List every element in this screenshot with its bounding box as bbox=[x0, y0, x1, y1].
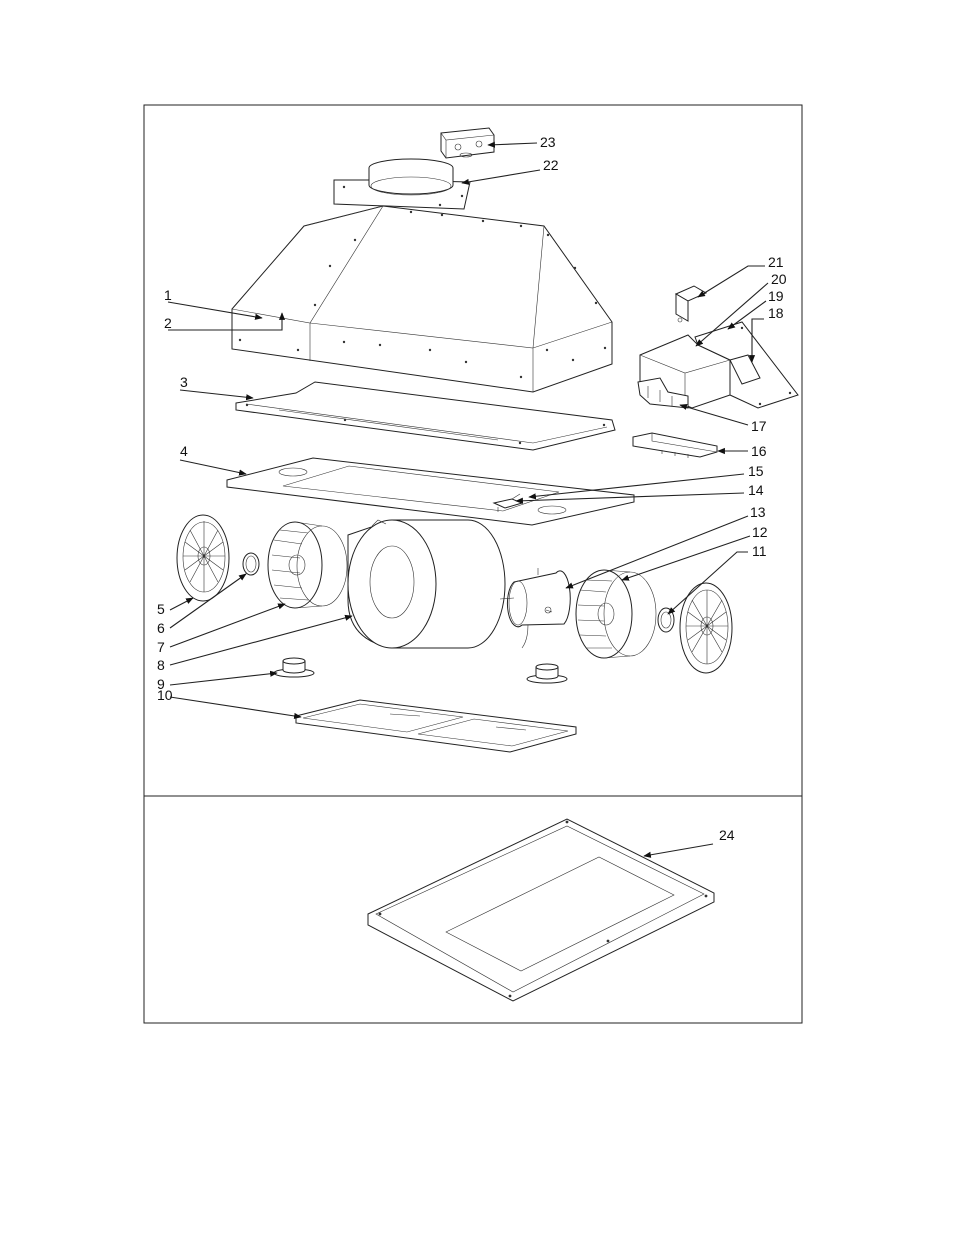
callout-16: 16 bbox=[751, 443, 767, 459]
callout-7: 7 bbox=[157, 639, 165, 655]
leader-13 bbox=[565, 515, 749, 589]
leader-2 bbox=[168, 312, 286, 331]
callout-2: 2 bbox=[164, 315, 172, 331]
leader-5 bbox=[169, 597, 194, 611]
part-5-left-grille bbox=[176, 514, 230, 602]
part-17-relay bbox=[637, 377, 689, 409]
leader-23 bbox=[487, 141, 538, 148]
part-4-baffle-plate bbox=[226, 457, 635, 526]
part-6-ring bbox=[242, 552, 260, 576]
callout-10: 10 bbox=[157, 687, 173, 703]
callout-15: 15 bbox=[748, 463, 764, 479]
callout-9: 9 bbox=[157, 676, 165, 692]
callout-21: 21 bbox=[768, 254, 784, 270]
leader-10 bbox=[169, 696, 302, 719]
part-16-light-bar bbox=[632, 432, 718, 458]
leader-20 bbox=[695, 282, 769, 347]
part-10-grease-filters bbox=[295, 699, 577, 753]
callout-labels: 1 2 3 4 5 6 7 8 9 10 11 12 13 14 15 16 1… bbox=[157, 134, 787, 843]
callout-18: 18 bbox=[768, 305, 784, 321]
part-23-junction-box bbox=[440, 127, 495, 159]
callout-4: 4 bbox=[180, 443, 188, 459]
leader-9 bbox=[169, 670, 278, 686]
leader-18 bbox=[748, 318, 764, 363]
leader-11 bbox=[667, 551, 748, 615]
leader-4 bbox=[179, 459, 247, 476]
leader-22 bbox=[461, 169, 541, 185]
callout-5: 5 bbox=[157, 601, 165, 617]
part-8-blower-housing bbox=[347, 519, 506, 649]
leader-1 bbox=[167, 301, 263, 320]
callout-24: 24 bbox=[719, 827, 735, 843]
part-9-light-fixture-left bbox=[273, 657, 315, 678]
part-18-capacitor bbox=[729, 354, 761, 385]
part-13-motor bbox=[499, 568, 571, 649]
callout-8: 8 bbox=[157, 657, 165, 673]
leader-14 bbox=[515, 492, 745, 504]
leader-7 bbox=[169, 603, 286, 648]
callout-13: 13 bbox=[750, 504, 766, 520]
part-3-frame-plate bbox=[235, 381, 616, 451]
leader-12 bbox=[621, 535, 751, 581]
callout-1: 1 bbox=[164, 287, 172, 303]
callout-22: 22 bbox=[543, 157, 559, 173]
part-22-duct-collar bbox=[333, 158, 471, 210]
leader-lines bbox=[167, 141, 769, 858]
callout-19: 19 bbox=[768, 288, 784, 304]
part-7-left-blower-wheel bbox=[267, 521, 348, 609]
leader-24 bbox=[643, 843, 714, 858]
part-9-light-fixture-right bbox=[526, 663, 568, 684]
callout-20: 20 bbox=[771, 271, 787, 287]
part-21-bracket bbox=[674, 285, 708, 323]
callout-17: 17 bbox=[751, 418, 767, 434]
leader-15 bbox=[528, 473, 745, 500]
bottom-panel-frame bbox=[143, 795, 803, 1024]
callout-3: 3 bbox=[180, 374, 188, 390]
part-11-right-grille bbox=[657, 582, 733, 674]
callout-11: 11 bbox=[752, 543, 767, 559]
part-1-hood-body bbox=[231, 205, 613, 393]
callout-12: 12 bbox=[752, 524, 768, 540]
leader-17 bbox=[679, 404, 749, 426]
leader-6 bbox=[169, 573, 247, 629]
leader-21 bbox=[697, 265, 765, 298]
callout-14: 14 bbox=[748, 482, 764, 498]
callout-23: 23 bbox=[540, 134, 556, 150]
part-12-right-blower-wheel bbox=[575, 569, 657, 659]
part-24-bottom-panel bbox=[367, 818, 715, 1002]
leader-19 bbox=[727, 300, 767, 330]
leader-3 bbox=[179, 389, 254, 401]
leader-8 bbox=[169, 614, 353, 666]
callout-6: 6 bbox=[157, 620, 165, 636]
